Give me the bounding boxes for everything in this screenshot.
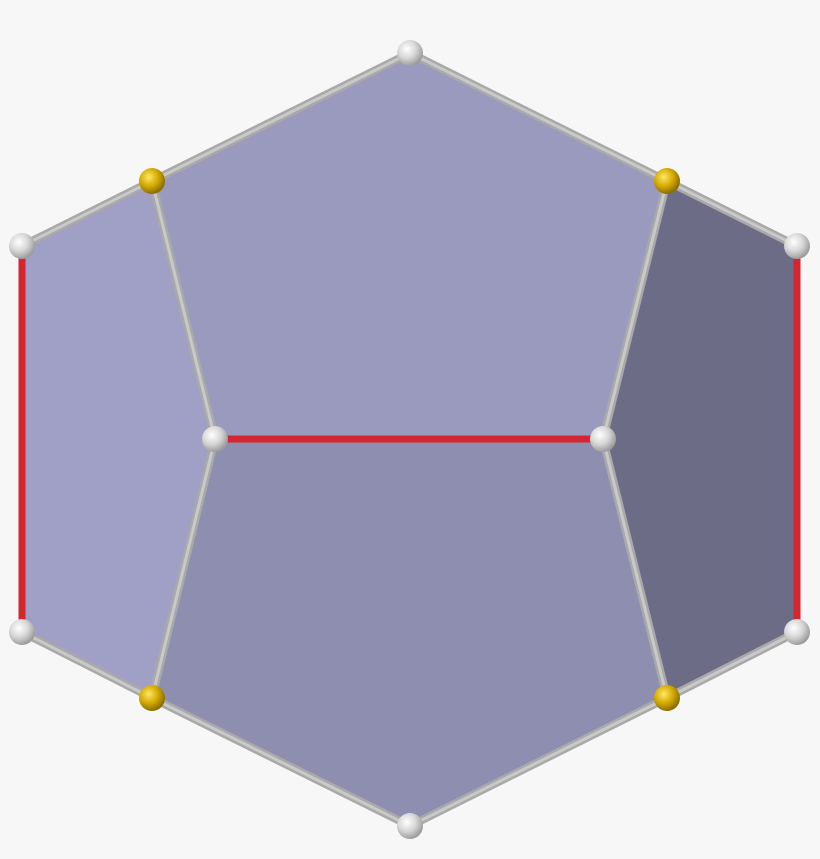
vertex-right-top	[784, 233, 810, 259]
edge-inner-upper-right	[599, 177, 671, 443]
edge-upper-left-outer	[18, 177, 156, 250]
top-face	[152, 53, 667, 439]
bottom-face	[152, 439, 667, 826]
right-face	[603, 181, 797, 698]
edge-inner-lower-right	[599, 435, 671, 702]
vertex-left-top	[9, 233, 35, 259]
edge-inner-lower-left	[148, 435, 219, 702]
faces-layer	[22, 53, 797, 826]
edge-bottom-left	[148, 694, 414, 830]
edge-inner-upper-left	[148, 177, 219, 443]
vertex-bottom	[397, 813, 423, 839]
edge-top-left	[148, 49, 414, 185]
vertex-inner-right	[590, 426, 616, 452]
vertices-layer	[9, 40, 810, 839]
edges-layer	[18, 49, 801, 830]
edge-bottom-right	[406, 694, 671, 830]
edge-lower-right-outer	[663, 628, 801, 702]
vertex-left-bottom	[9, 619, 35, 645]
vertex-lower-left	[139, 685, 165, 711]
left-face	[22, 181, 215, 698]
vertex-upper-right	[654, 168, 680, 194]
edge-lower-left-outer	[18, 628, 156, 702]
vertex-lower-right	[654, 685, 680, 711]
vertex-right-bottom	[784, 619, 810, 645]
edge-top-right	[406, 49, 671, 185]
edge-upper-right-outer	[663, 177, 801, 250]
vertex-upper-left	[139, 168, 165, 194]
vertex-top	[397, 40, 423, 66]
vertex-inner-left	[202, 426, 228, 452]
